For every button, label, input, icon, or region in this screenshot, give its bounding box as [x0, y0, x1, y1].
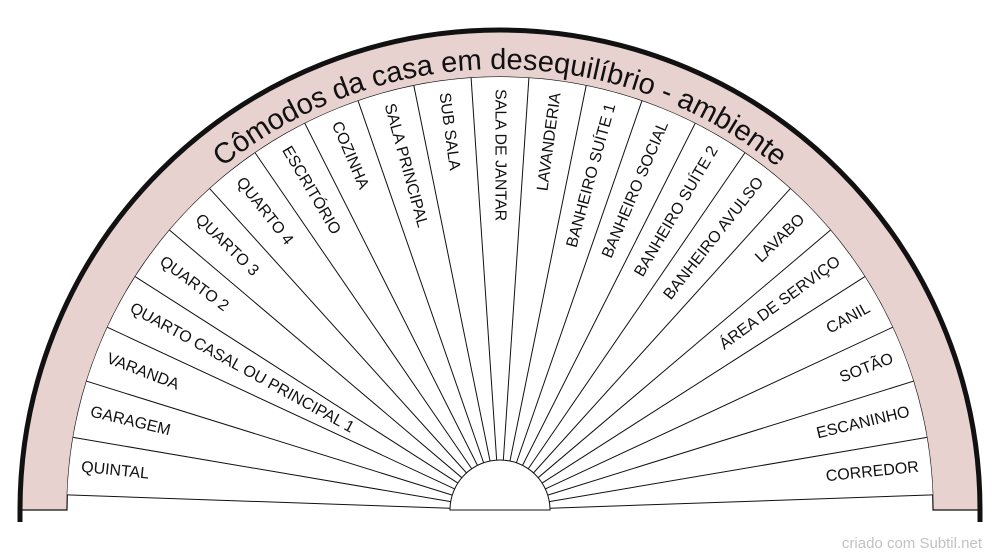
sector-divider — [549, 494, 933, 509]
credit-text: criado com Subtil.net — [841, 535, 982, 552]
sector-divider — [549, 436, 927, 503]
sector-divider — [254, 152, 473, 470]
sector-divider — [67, 494, 451, 509]
sector-divider — [413, 85, 491, 462]
sector-label: QUINTAL — [80, 459, 150, 483]
sector-lines — [67, 77, 933, 509]
outer-arc — [17, 27, 983, 522]
sector-divider — [522, 123, 696, 466]
inner-fan — [67, 76, 933, 509]
sector-divider — [169, 229, 463, 479]
sector-divider — [545, 326, 893, 490]
sector-divider — [304, 123, 478, 466]
sector-divider — [86, 380, 453, 496]
sector-divider — [107, 326, 455, 490]
sector-divider — [357, 100, 485, 463]
sector-divider — [502, 77, 530, 461]
sector-label: SALA DE JANTAR — [492, 89, 509, 221]
sector-divider — [209, 188, 467, 474]
sector-divider — [509, 85, 587, 462]
sector-divider — [547, 380, 914, 496]
sector-divider — [515, 100, 643, 463]
center-hub — [449, 459, 551, 511]
sector-divider — [134, 276, 459, 484]
sector-divider — [73, 436, 451, 503]
sector-divider — [527, 152, 746, 470]
sector-divider — [470, 77, 498, 461]
sector-divider — [541, 276, 866, 484]
sector-divider — [537, 229, 831, 479]
sector-divider — [533, 188, 791, 474]
